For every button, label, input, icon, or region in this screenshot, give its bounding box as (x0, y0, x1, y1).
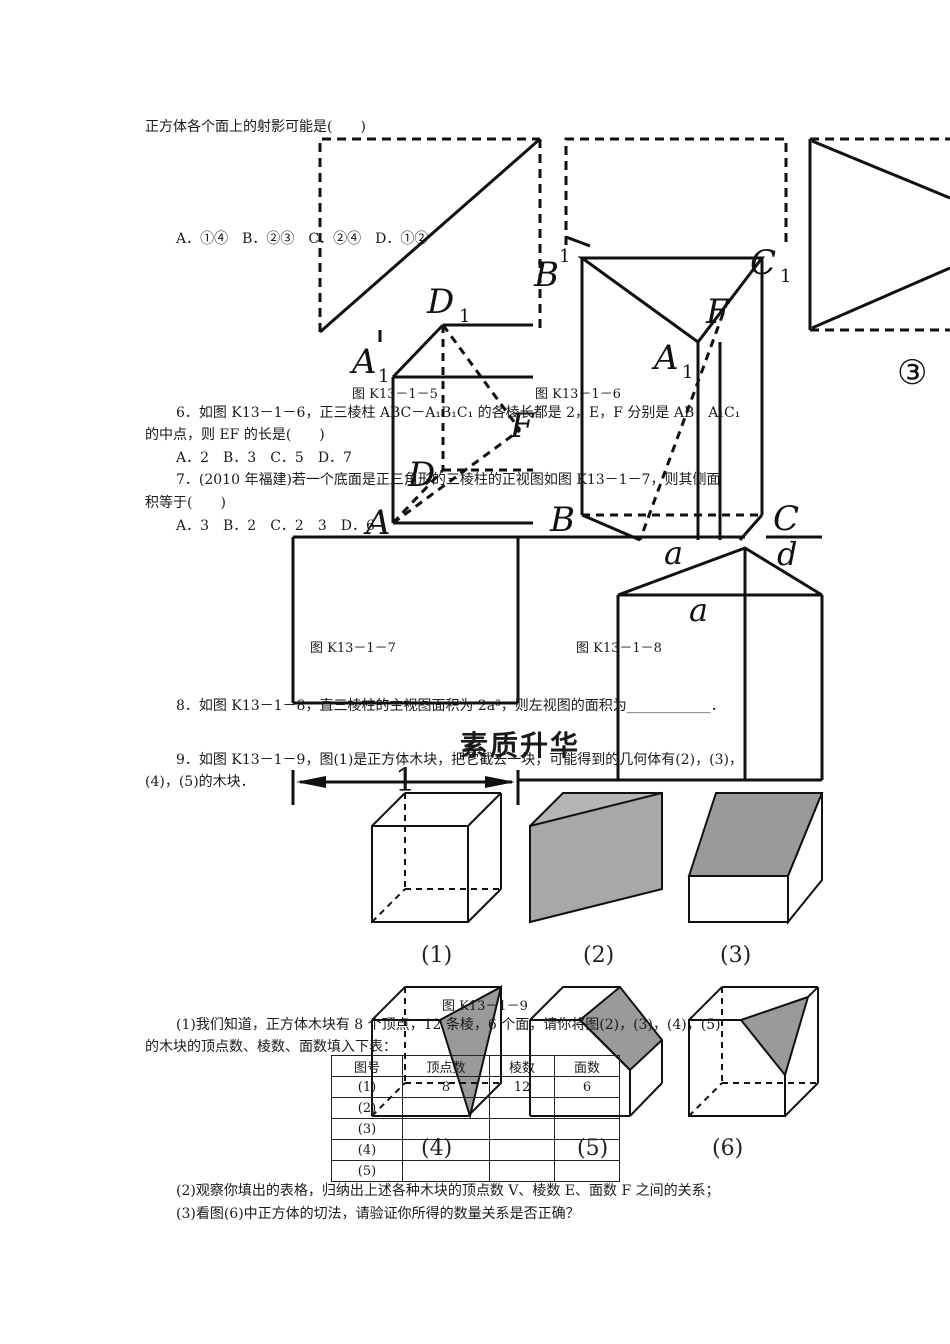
section-banner: 素质升华 (460, 729, 581, 762)
q9-1-line2: 的木块的顶点数、棱数、面数填入下表： (145, 1039, 397, 1055)
table-cell[interactable] (402, 1160, 490, 1182)
label-a-mid: a (689, 591, 708, 629)
q8-line: 8．如图 K13－1－8，直三棱柱的主视图面积为 2a²，则左视图的面积为___… (176, 698, 725, 714)
table-cell[interactable] (554, 1097, 620, 1119)
projection-square-1 (318, 137, 542, 334)
label-A1-right-sub: 1 (682, 362, 693, 383)
table-cell: 12 (489, 1076, 555, 1098)
q9-1-line1: (1)我们知道，正方体木块有 8 个顶点，12 条棱，6 个面，请你将图(2)，… (176, 1017, 721, 1033)
table-cell[interactable] (489, 1160, 555, 1182)
caption-k13-1-5: 图 K13－1－5 (352, 387, 438, 402)
q7-options: A．3 B．2 C．2 3 D．6 (176, 518, 375, 534)
table-cell: (1) (331, 1076, 403, 1098)
answer-table: 图号 顶点数 棱数 面数 (1) 8 12 6 (2) (3) (4) (5) (331, 1055, 620, 1182)
table-row: (4) (331, 1139, 620, 1161)
label-cube2: (2) (583, 943, 614, 968)
dimension-arrow (291, 770, 520, 805)
q6-options: A．2 B．3 C．5 D．7 (176, 450, 352, 466)
table-cell: (4) (331, 1139, 403, 1161)
table-row: (5) (331, 1160, 620, 1182)
label-C: C (773, 499, 799, 539)
label-circle3: ③ (897, 353, 927, 393)
table-cell[interactable] (402, 1118, 490, 1140)
label-F-left: F (509, 406, 535, 446)
label-A1-left: A (349, 342, 377, 382)
q9-2-line: (2)观察你填出的表格，归纳出上述各种木块的顶点数 V、棱数 E、面数 F 之间… (176, 1183, 720, 1199)
label-d: d (777, 535, 797, 573)
table-cell[interactable] (554, 1139, 620, 1161)
caption-k13-1-6: 图 K13－1－6 (535, 387, 621, 402)
table-cell: 8 (402, 1076, 490, 1098)
table-header-row: 图号 顶点数 棱数 面数 (331, 1055, 620, 1077)
front-view-k13-1-8 (518, 546, 824, 782)
table-cell: (2) (331, 1097, 403, 1119)
label-C1-sub: 1 (780, 266, 791, 287)
projection-square-2 (564, 137, 788, 248)
table-row: (3) (331, 1118, 620, 1140)
label-D: D (407, 455, 435, 495)
table-cell[interactable] (489, 1097, 555, 1119)
table-cell: (5) (331, 1160, 403, 1182)
q7-line1: 7．(2010 年福建)若一个底面是正三角形的三棱柱的正视图如图 K13－1－7… (176, 472, 721, 488)
label-cube3: (3) (720, 943, 751, 968)
table-cell[interactable] (402, 1097, 490, 1119)
cube-k13-1-5 (378, 323, 533, 525)
table-cell[interactable] (489, 1139, 555, 1161)
label-A: A (363, 503, 391, 543)
label-A1-right: A (651, 338, 679, 378)
label-D1-sub: 1 (459, 306, 470, 327)
table-header-cell: 面数 (554, 1055, 620, 1077)
cube-6 (688, 986, 819, 1117)
caption-k13-1-9: 图 K13－1－9 (442, 999, 528, 1014)
intro-line: 正方体各个面上的射影可能是( ) (145, 119, 366, 135)
table-cell[interactable] (554, 1118, 620, 1140)
label-a-top: a (664, 534, 683, 572)
q5-options: A．①④ B．②③ C．②④ D．①② (176, 231, 429, 247)
table-cell[interactable] (402, 1139, 490, 1161)
table-cell[interactable] (554, 1160, 620, 1182)
label-cube1: (1) (421, 943, 452, 968)
label-cube6: (6) (712, 1136, 743, 1161)
label-D1: D (426, 282, 454, 322)
q6-line1: 6．如图 K13－1－6，正三棱柱 ABC－A₁B₁C₁ 的各棱长都是 2，E，… (176, 405, 741, 421)
q9-line1: 9．如图 K13－1－9，图(1)是正方体木块，把它截去一块，可能得到的几何体有… (176, 752, 743, 768)
q6-line2: 的中点，则 EF 的长是( ) (145, 427, 325, 443)
q9-line2: (4)，(5)的木块． (145, 774, 255, 790)
table-header-cell: 顶点数 (402, 1055, 490, 1077)
block-2 (529, 791, 663, 924)
table-row: (1) 8 12 6 (331, 1076, 620, 1098)
q9-3-line: (3)看图(6)中正方体的切法，请验证你所得的数量关系是否正确？ (176, 1206, 580, 1222)
table-cell: 6 (554, 1076, 620, 1098)
label-B1: B (533, 255, 559, 295)
table-cell[interactable] (489, 1118, 555, 1140)
front-view-k13-1-7 (291, 535, 822, 705)
table-header-cell: 图号 (331, 1055, 403, 1077)
table-header-cell: 棱数 (489, 1055, 555, 1077)
prism-k13-1-6 (577, 256, 766, 542)
caption-k13-1-7: 图 K13－1－7 (310, 641, 396, 656)
label-C1: C (750, 243, 776, 283)
cube-1 (371, 792, 502, 923)
table-cell: (3) (331, 1118, 403, 1140)
projection-square-3 (808, 137, 950, 332)
label-F-right: F (705, 292, 731, 332)
label-B1-sub: 1 (559, 246, 570, 267)
q7-line2: 积等于( ) (145, 495, 226, 511)
label-one: 1 (395, 761, 415, 799)
label-B: B (549, 500, 575, 540)
block-3 (687, 792, 824, 925)
label-A1-left-sub: 1 (378, 366, 389, 387)
table-row: (2) (331, 1097, 620, 1119)
caption-k13-1-8: 图 K13－1－8 (576, 641, 662, 656)
